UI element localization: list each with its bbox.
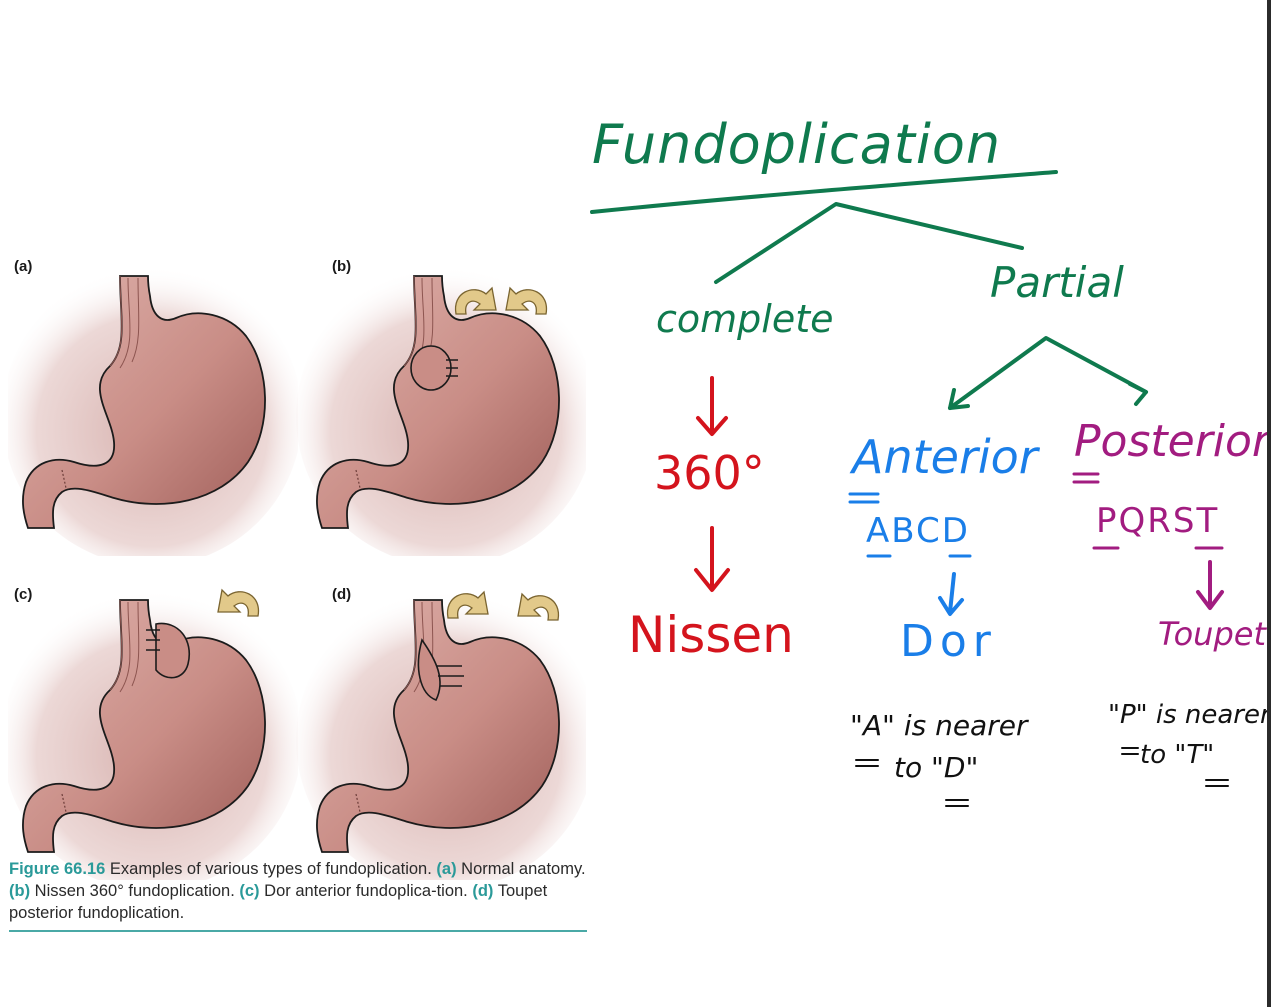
stomach-toupet-illustration xyxy=(296,589,586,880)
caption-text: Examples of various types of fundoplicat… xyxy=(105,860,437,878)
notes-title: Fundoplication xyxy=(592,113,1002,176)
caption-text: Normal anatomy. xyxy=(456,860,586,878)
wrap-arrow-icon xyxy=(505,287,548,315)
wrap-arrow-icon xyxy=(517,593,560,621)
stomach-normal-illustration xyxy=(8,265,298,556)
panel-label-b: (b) xyxy=(332,258,352,275)
panel-label-a: (a) xyxy=(14,258,33,275)
stomach-nissen-illustration xyxy=(296,265,586,556)
caption-tag-d: (d) xyxy=(472,882,494,900)
posterior-letters: PQRST xyxy=(1096,501,1220,541)
caption-text: Toupet posterior fundoplication. xyxy=(9,882,548,922)
complete-degrees: 360° xyxy=(654,446,765,500)
complete-label: complete xyxy=(656,297,834,341)
complete-name: Nissen xyxy=(628,606,794,664)
panel-label-c: (c) xyxy=(14,586,33,603)
anterior-label: Anterior xyxy=(852,430,1038,484)
posterior-mnemonic-line-2: to "T" xyxy=(1140,740,1215,770)
panel-label-d: (d) xyxy=(332,586,352,603)
posterior-mnemonic-line-1: "P" is nearer xyxy=(1108,700,1271,730)
caption-text: Dor anterior fundoplica-tion. xyxy=(259,882,473,900)
anterior-mnemonic-line-1: "A" is nearer xyxy=(850,709,1028,742)
posterior-label: Posterior xyxy=(1074,416,1271,467)
caption-text: Nissen 360° fundoplication. xyxy=(30,882,240,900)
posterior-procedure: Toupet xyxy=(1158,615,1266,653)
partial-label: Partial xyxy=(990,258,1124,307)
panel-d: (d) xyxy=(296,580,586,880)
caption-figure-number: Figure 66.16 xyxy=(9,860,106,878)
figure-caption: Figure 66.16 Examples of various types o… xyxy=(9,858,587,932)
window-edge xyxy=(1267,0,1271,1007)
caption-tag-a: (a) xyxy=(436,860,457,878)
wrap-arrow-icon xyxy=(217,589,260,617)
caption-tag-b: (b) xyxy=(9,882,31,900)
stomach-dor-illustration xyxy=(8,589,298,880)
anterior-mnemonic-line-2: to "D" xyxy=(894,751,979,784)
anterior-letters: ABCD xyxy=(866,511,970,551)
caption-tag-c: (c) xyxy=(239,882,260,900)
panel-c: (c) xyxy=(8,580,298,880)
anterior-procedure: Dor xyxy=(900,616,997,667)
panel-b: (b) xyxy=(296,256,586,556)
panel-a: (a) xyxy=(8,256,298,556)
